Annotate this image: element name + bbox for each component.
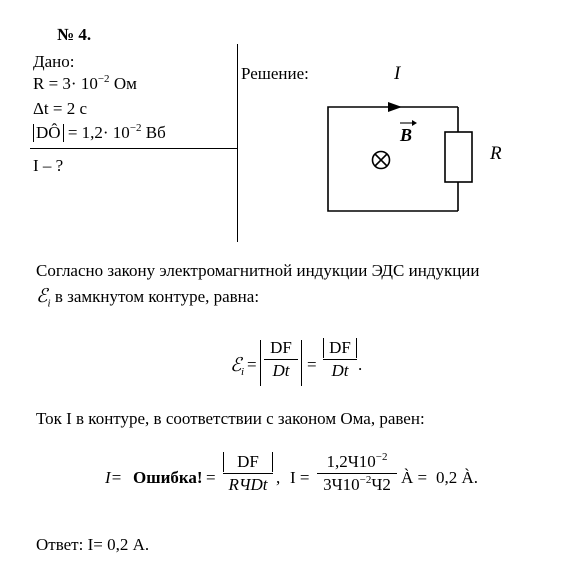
formula-emf-subscript: i <box>241 366 245 378</box>
formula-current-lhs: I= <box>105 468 123 487</box>
formula-current-den2-tail: Ч2 <box>371 475 391 495</box>
given-r-value: R = 3· 10 <box>33 74 98 93</box>
emf-symbol: ℰ <box>36 286 48 307</box>
formula-emf-eq1: = <box>247 355 257 374</box>
formula-emf-frac2: DF Dt <box>323 338 357 381</box>
formula-current-num2-exp: −2 <box>375 451 388 463</box>
formula-current-den2-exp: −2 <box>359 474 372 487</box>
paragraph-emf-line2: в замкнутом контуре, равна: <box>50 287 260 306</box>
field-label: B <box>399 125 412 145</box>
formula-current-den1: RЧDt <box>228 475 268 495</box>
solution-label: Решение: <box>241 64 309 83</box>
current-arrow <box>388 102 402 112</box>
formula-emf-eq2: = <box>307 355 317 374</box>
paragraph-emf: Согласно закону электромагнитной индукци… <box>36 258 556 316</box>
formula-current: I= Ошибка! = DF RЧDt , I = 1,2Ч10−2 3Ч10… <box>105 452 545 508</box>
given-phi-value: = 1,2· 10 <box>63 123 130 142</box>
formula-current-bar1 <box>223 473 273 475</box>
given-phi: DÔ = 1,2· 10−2 Вб <box>33 123 166 143</box>
formula-current-den2: 3Ч10−2Ч2 <box>317 475 397 495</box>
resistor <box>444 131 473 183</box>
given-t: Δt = 2 с <box>33 99 88 118</box>
formula-emf-den1: Dt <box>272 361 290 381</box>
formula-current-eq: = <box>206 468 216 487</box>
vertical-divider <box>237 44 239 242</box>
formula-current-result: 0,2 À. <box>436 468 479 487</box>
circuit-wire <box>327 106 459 212</box>
formula-emf-end: . <box>358 355 363 374</box>
formula-current-num2: 1,2Ч10−2 <box>317 452 397 472</box>
emf-subscript: i <box>47 297 51 310</box>
formula-current-num1: DF <box>223 452 273 472</box>
formula-emf-num2: DF <box>323 338 357 358</box>
current-label: I <box>393 63 402 84</box>
resistor-label: R <box>489 143 502 164</box>
formula-current-num2-base: 1,2Ч10 <box>326 452 376 471</box>
problem-number: № 4. <box>57 25 92 44</box>
find-label: I – ? <box>33 156 64 175</box>
field-into-page-icon <box>371 150 391 170</box>
formula-current-unit-mid: À = <box>401 468 428 487</box>
formula-emf-symbol: ℰ <box>230 355 242 376</box>
formula-emf-den2: Dt <box>331 361 349 381</box>
formula-emf: ℰ i = DF Dt = DF Dt . <box>230 338 400 388</box>
answer: Ответ: I= 0,2 А. <box>36 535 150 554</box>
given-r-unit: Ом <box>109 74 137 93</box>
formula-current-error: Ошибка! <box>133 468 203 487</box>
formula-current-bar2 <box>317 473 397 475</box>
given-phi-abs: DÔ <box>33 124 64 142</box>
given-r-exp: −2 <box>97 73 110 85</box>
formula-current-frac1: DF RЧDt <box>223 452 273 495</box>
given-r: R = 3· 10−2 Ом <box>33 74 137 94</box>
paragraph-emf-line1: Согласно закону электромагнитной индукци… <box>36 261 480 280</box>
formula-emf-bar1 <box>264 359 298 361</box>
formula-current-frac2: 1,2Ч10−2 3Ч10−2Ч2 <box>317 452 397 495</box>
formula-current-sep: , <box>276 468 281 487</box>
paragraph-ohm: Ток I в контуре, в соответствии с законо… <box>36 409 425 428</box>
given-phi-exp: −2 <box>129 122 142 134</box>
given-phi-unit: Вб <box>141 123 166 142</box>
formula-emf-num1: DF <box>270 338 292 357</box>
formula-emf-abs-right <box>301 340 303 386</box>
circuit-diagram: I B R <box>327 63 502 212</box>
formula-current-i-label: I = <box>290 468 310 487</box>
formula-current-den2-base: 3Ч10 <box>323 475 360 495</box>
formula-emf-abs-left <box>260 340 262 386</box>
given-separator <box>30 148 238 150</box>
formula-emf-bar2 <box>323 359 357 361</box>
formula-emf-frac1: DF Dt <box>264 338 298 381</box>
given-label: Дано: <box>33 52 75 71</box>
field-vector: B <box>399 120 417 145</box>
